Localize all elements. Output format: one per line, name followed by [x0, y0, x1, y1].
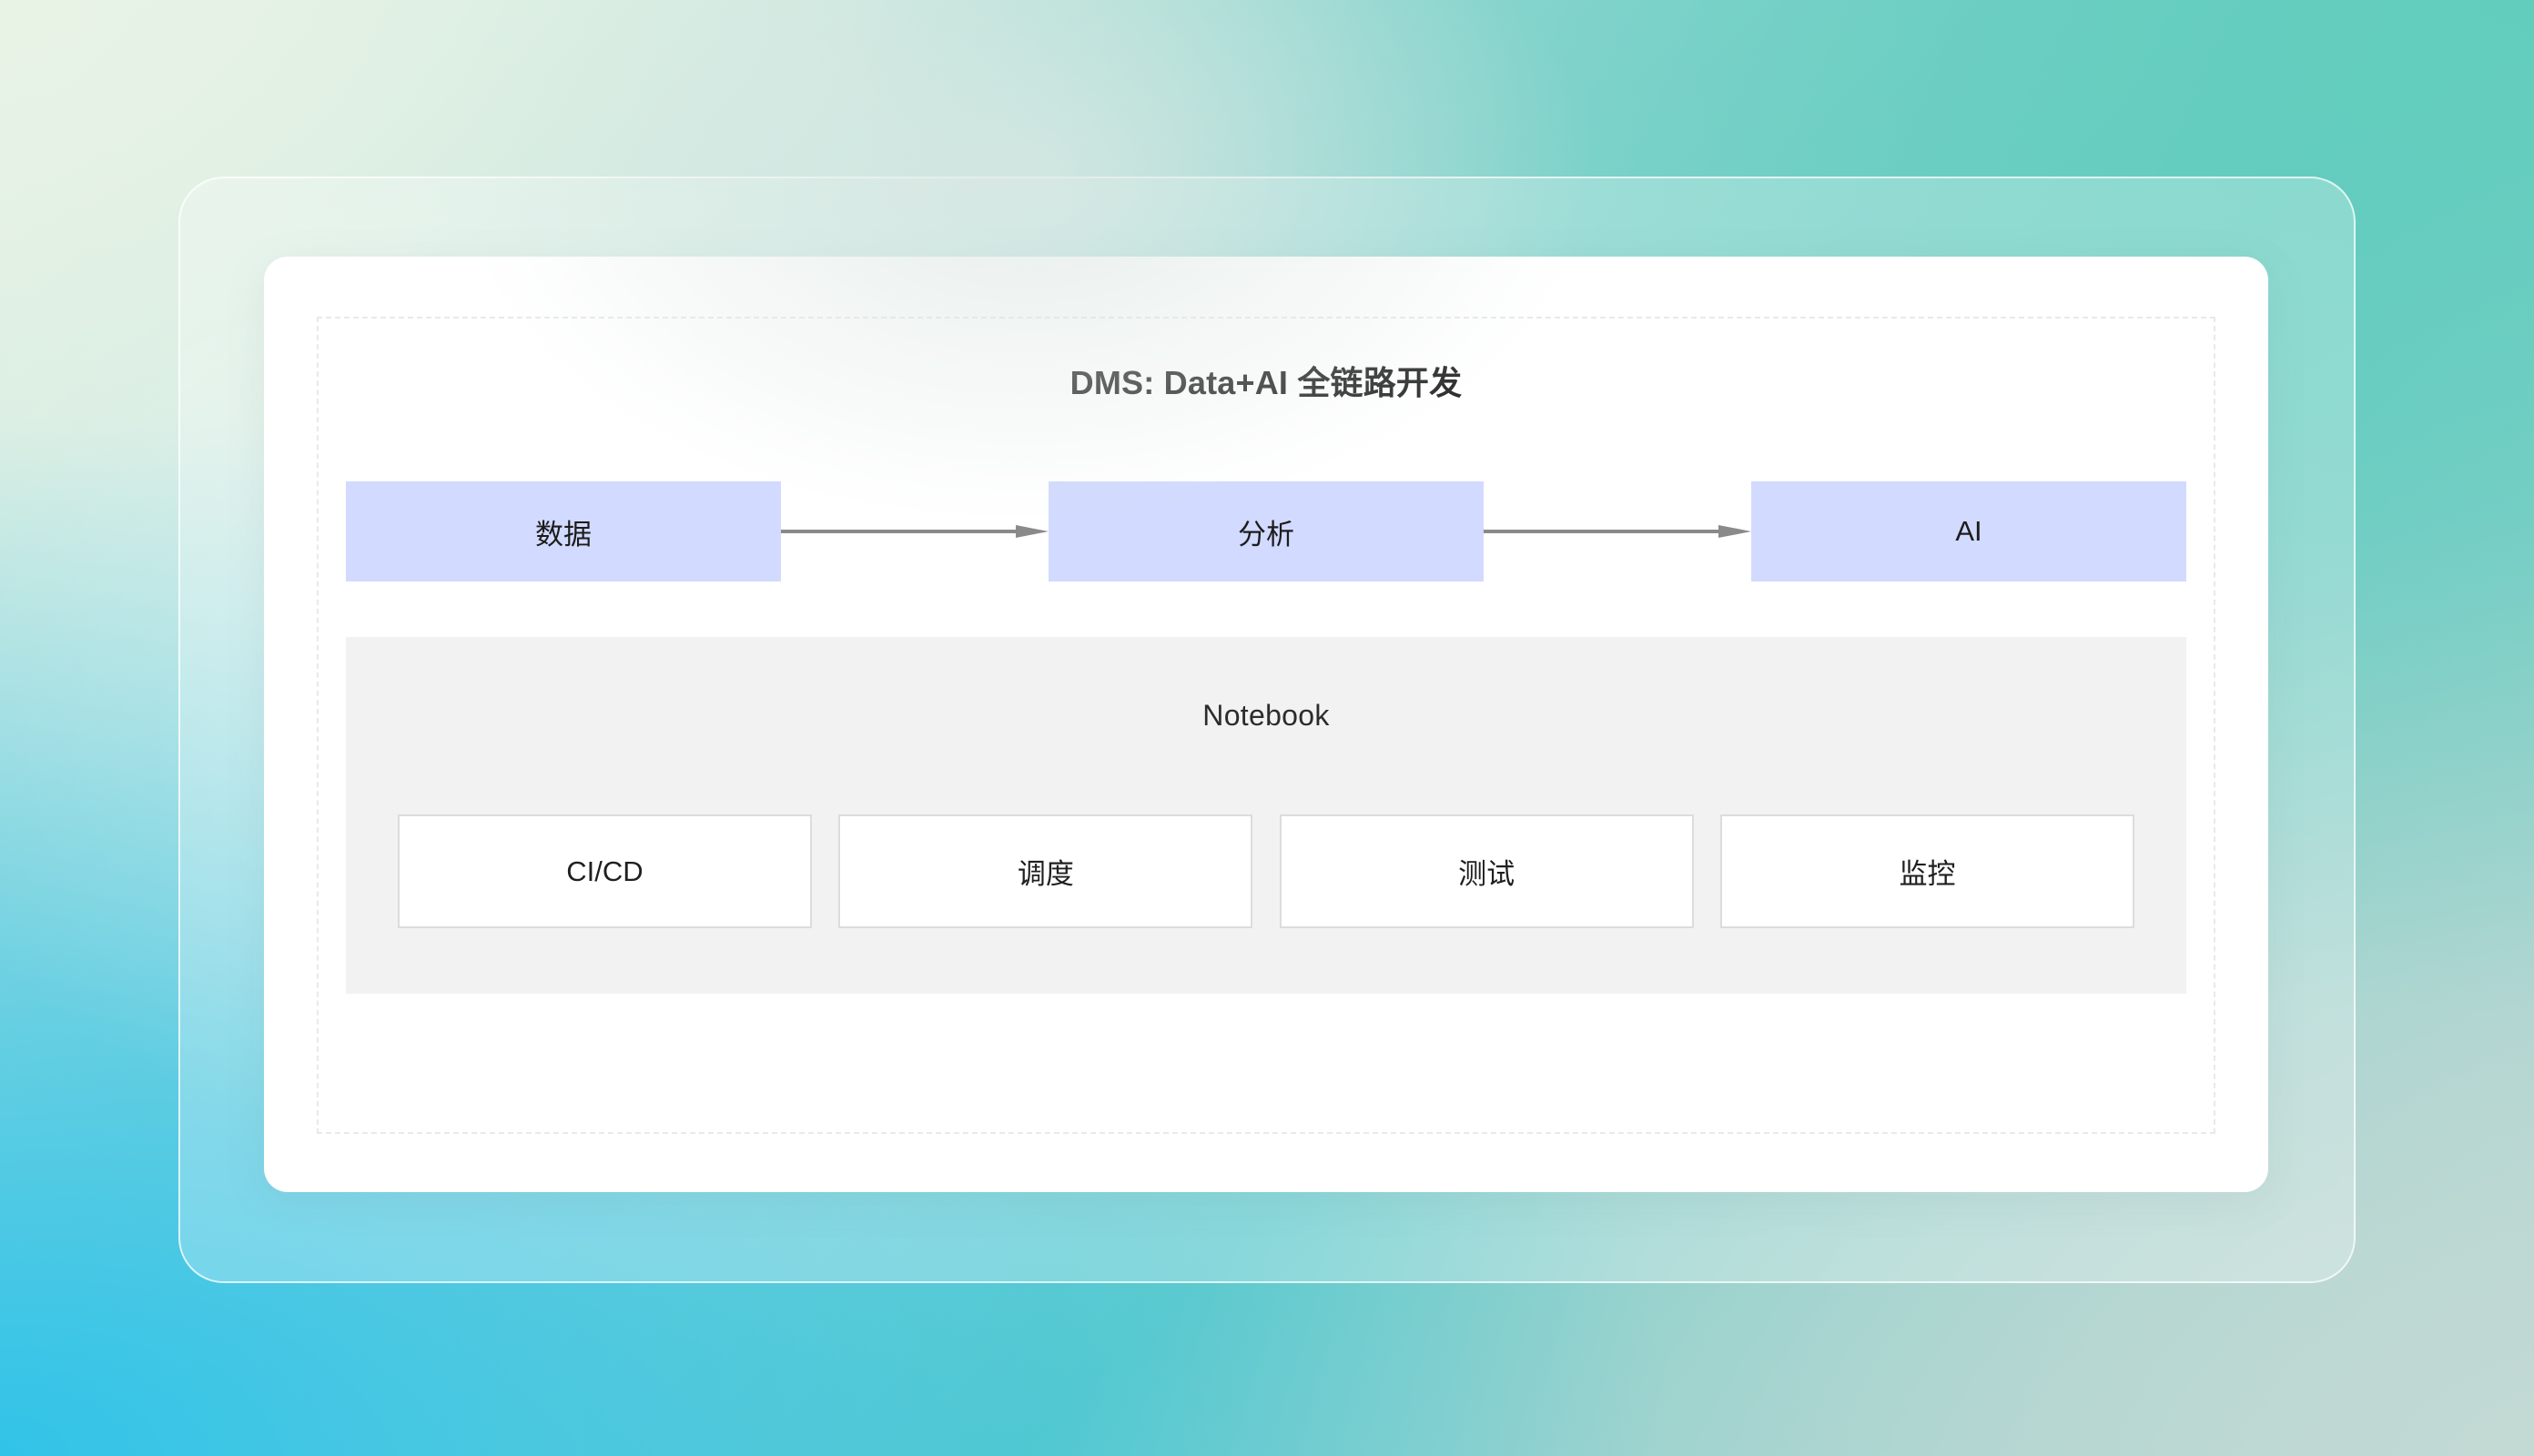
flow-node-analysis[interactable]: 分析: [1049, 481, 1484, 581]
flow-node-ai-label: AI: [1955, 515, 1982, 547]
capability-box-testing-label: 测试: [1458, 858, 1515, 890]
flow-node-data-label: 数据: [535, 518, 592, 551]
page-title: DMS: Data+AI 全链路开发: [1069, 364, 1463, 401]
flow-node-analysis-label: 分析: [1238, 518, 1294, 551]
arrow-right-icon-1: [781, 525, 1049, 538]
capability-box-scheduling-label: 调度: [1017, 858, 1074, 890]
diagram-dashed-frame: [317, 317, 2215, 1134]
arrow-right-icon-2: [1484, 525, 1751, 538]
capability-box-scheduling[interactable]: 调度: [838, 814, 1253, 928]
notebook-panel-title: Notebook: [1202, 699, 1330, 732]
flow-node-data[interactable]: 数据: [346, 481, 781, 581]
notebook-capability-row: CI/CD 调度 测试 监控: [398, 814, 2134, 928]
notebook-panel: Notebook CI/CD 调度 测试 监控: [346, 637, 2186, 994]
flow-node-ai[interactable]: AI: [1751, 481, 2186, 581]
capability-box-cicd[interactable]: CI/CD: [398, 814, 812, 928]
capability-box-monitoring-label: 监控: [1899, 858, 1956, 890]
capability-box-monitoring[interactable]: 监控: [1719, 814, 2134, 928]
capability-box-testing[interactable]: 测试: [1279, 814, 1694, 928]
pipeline-flow-row: 数据 分析 AI: [346, 481, 2186, 581]
capability-box-cicd-label: CI/CD: [566, 854, 644, 887]
